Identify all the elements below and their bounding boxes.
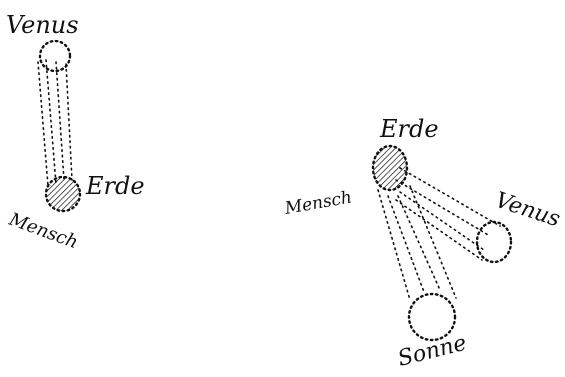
left-earth-shape bbox=[46, 177, 80, 211]
left-mensch-label: Mensch bbox=[5, 209, 80, 254]
right-sonne-label: Sonne bbox=[395, 331, 469, 372]
left-venus-label: Venus bbox=[6, 11, 79, 39]
right-venus-beam bbox=[396, 168, 500, 260]
right-earth-shape bbox=[373, 146, 407, 190]
left-erde-label: Erde bbox=[85, 172, 145, 200]
right-diagram: Erde Mensch Venus Sonne bbox=[282, 115, 563, 372]
left-diagram: Venus Erde Mensch bbox=[5, 11, 144, 253]
right-venus-circle bbox=[477, 222, 511, 262]
left-venus-circle bbox=[40, 41, 70, 71]
right-sun-circle bbox=[409, 294, 455, 340]
right-mensch-label: Mensch bbox=[282, 187, 353, 219]
left-venus-beam bbox=[38, 60, 72, 186]
right-sun-beam bbox=[378, 186, 456, 300]
right-erde-label: Erde bbox=[379, 115, 439, 143]
